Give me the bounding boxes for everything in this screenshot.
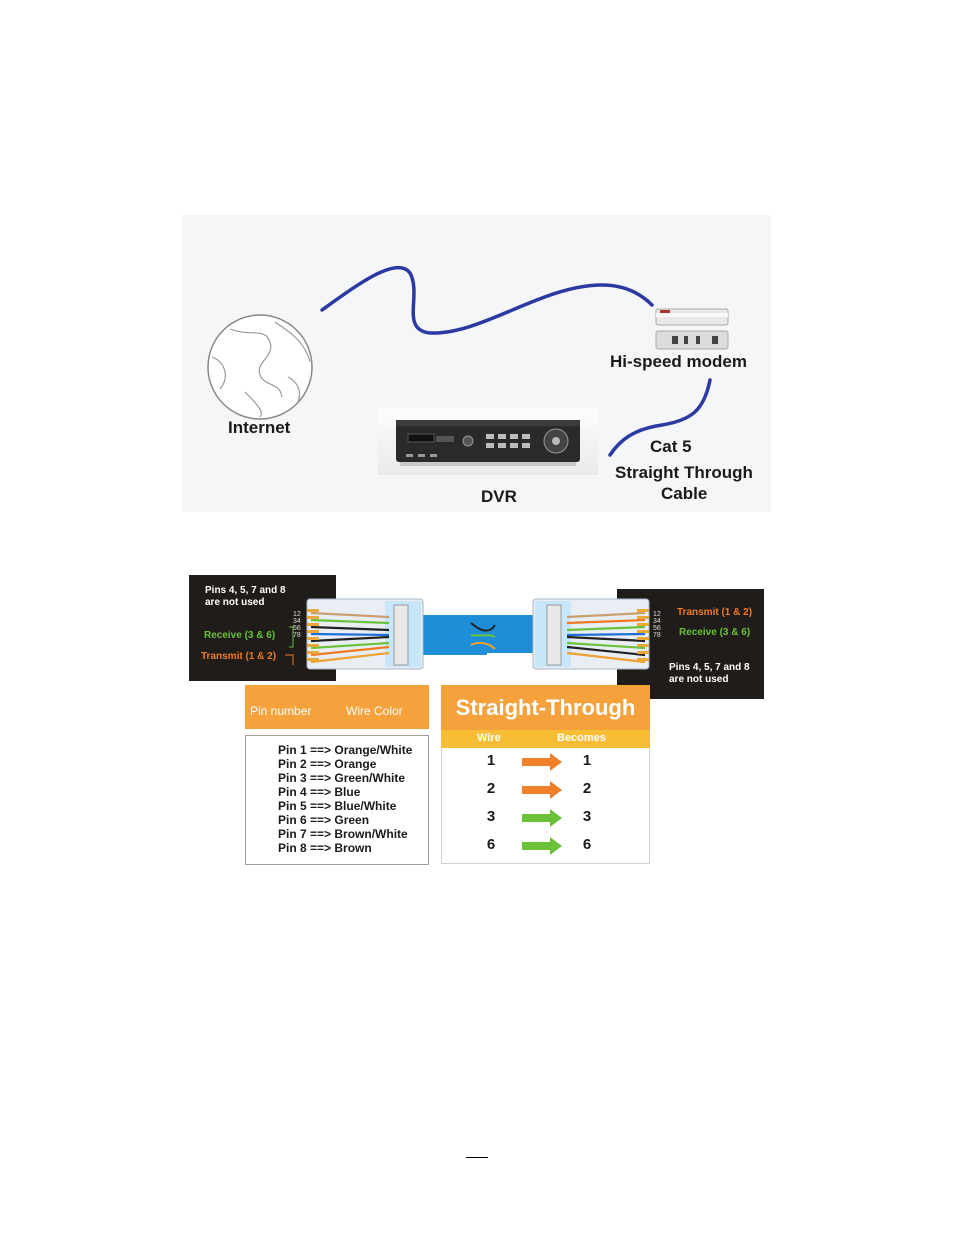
becomes-number: 6 xyxy=(582,836,592,853)
pin-row: Pin 8 ==> Brown xyxy=(278,841,372,855)
wire-number: 6 xyxy=(486,836,496,853)
page-number-line xyxy=(466,1143,488,1158)
wire-number: 1 xyxy=(486,752,496,769)
left-note-line2: are not used xyxy=(205,597,265,608)
left-pin-numbers: 12345678 xyxy=(293,611,301,639)
header-wire-color: Wire Color xyxy=(346,704,403,718)
internet-cable xyxy=(320,265,654,335)
cable-label-line2: Straight Through xyxy=(615,463,753,482)
pin-row: Pin 7 ==> Brown/White xyxy=(278,827,408,841)
right-transmit-label: Transmit (1 & 2) xyxy=(677,607,753,618)
pin-row: Pin 1 ==> Orange/White xyxy=(278,743,413,757)
arrow-right-icon xyxy=(522,781,562,799)
modem-label: Hi-speed modem xyxy=(610,352,747,371)
pin-table-header: Pin number Wire Color xyxy=(245,685,429,729)
arrow-right-icon xyxy=(522,837,562,855)
left-receive-label: Receive (3 & 6) xyxy=(204,630,276,641)
pin-row: Pin 6 ==> Green xyxy=(278,813,370,827)
left-transmit-label: Transmit (1 & 2) xyxy=(201,651,277,662)
right-receive-label: Receive (3 & 6) xyxy=(679,627,751,638)
pin-row: Pin 3 ==> Green/White xyxy=(278,771,406,785)
dvr-device xyxy=(378,408,598,475)
right-pin-numbers: 12345678 xyxy=(653,611,661,639)
straight-through-body: 1 1 2 2 3 3 6 6 xyxy=(441,748,650,864)
arrow-right-icon xyxy=(522,753,562,771)
straight-through-subheader: Wire Becomes xyxy=(441,730,650,748)
right-rj45-connector xyxy=(532,598,650,670)
cable-label-line3: Cable xyxy=(661,484,708,503)
pin-color-table: Pin number Wire Color Pin 1 ==> Orange/W… xyxy=(245,685,429,865)
becomes-number: 1 xyxy=(582,752,592,769)
modem-icon xyxy=(655,308,729,350)
wire-number: 3 xyxy=(486,808,496,825)
wiring-diagram: Pins 4, 5, 7 and 8 are not used Receive … xyxy=(189,575,766,865)
network-diagram: Internet DVR Hi-speed modem Cat 5 Straig… xyxy=(182,215,771,512)
internet-label: Internet xyxy=(228,418,291,437)
right-note-line2: are not used xyxy=(669,674,729,685)
cat5-cable xyxy=(608,378,712,457)
dvr-icon xyxy=(396,420,580,466)
becomes-number: 2 xyxy=(582,780,592,797)
pin-row: Pin 2 ==> Orange xyxy=(278,757,377,771)
pin-table-body: Pin 1 ==> Orange/White Pin 2 ==> Orange … xyxy=(245,735,429,865)
pin-row: Pin 5 ==> Blue/White xyxy=(278,799,397,813)
pin-row: Pin 4 ==> Blue xyxy=(278,785,361,799)
arrow-right-icon xyxy=(522,809,562,827)
col-wire: Wire xyxy=(477,732,501,744)
right-note-line1: Pins 4, 5, 7 and 8 xyxy=(669,662,750,673)
cable-label-line1: Cat 5 xyxy=(650,437,692,456)
cat5-connectors xyxy=(285,598,650,670)
left-note-line1: Pins 4, 5, 7 and 8 xyxy=(205,585,286,596)
globe-icon xyxy=(207,314,313,420)
becomes-number: 3 xyxy=(582,808,592,825)
header-pin-number: Pin number xyxy=(250,704,312,718)
straight-through-title: Straight-Through xyxy=(441,685,650,730)
network-cables xyxy=(207,265,729,457)
col-becomes: Becomes xyxy=(557,732,606,744)
left-rj45-connector xyxy=(306,598,424,670)
straight-through-table: Straight-Through Wire Becomes 1 1 2 2 3 … xyxy=(441,685,650,865)
dvr-label: DVR xyxy=(481,487,517,506)
wire-number: 2 xyxy=(486,780,496,797)
